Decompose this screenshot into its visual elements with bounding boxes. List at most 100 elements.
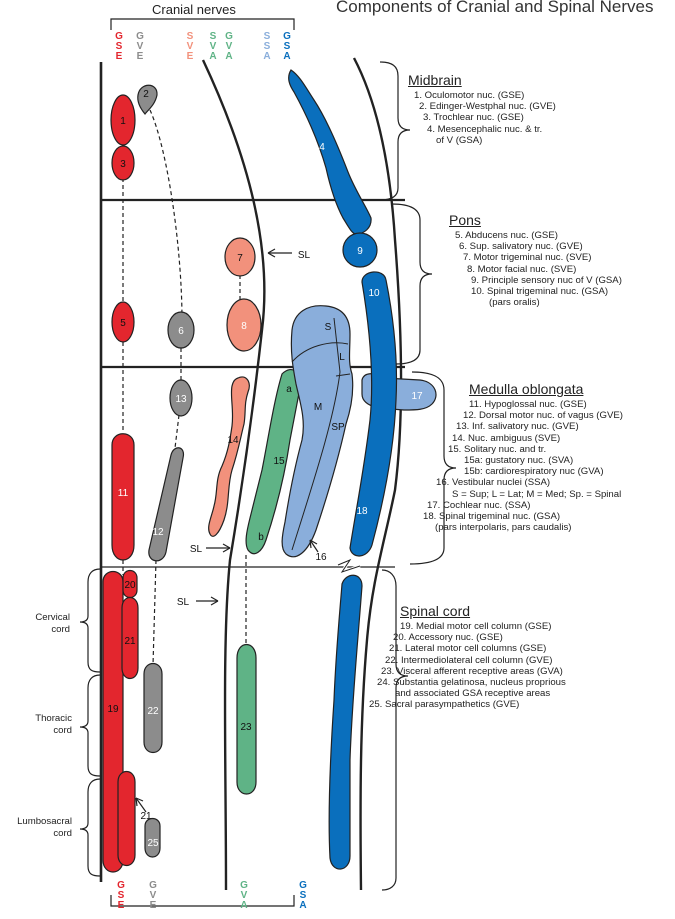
top-column-code-letter: V — [226, 41, 233, 52]
top-bracket — [110, 18, 295, 30]
page-title: Components of Cranial and Spinal Nerves — [336, 0, 654, 16]
top-column-code-letter: E — [137, 51, 144, 62]
vestibular-subdivisions — [291, 317, 351, 551]
legend-item: 9. Principle sensory nuc of V (GSA) — [471, 274, 622, 286]
lumbosacral-label-1: Lumbosacral — [17, 816, 72, 827]
nucleus-14 — [208, 376, 250, 537]
label-18: 18 — [356, 506, 368, 517]
bottom-column-code-letter: G — [299, 880, 307, 891]
legend-item: 13. Inf. salivatory nuc. (GVE) — [456, 421, 579, 433]
bottom-column-code-letter: A — [299, 900, 306, 911]
nucleus-7 — [224, 237, 256, 277]
thoracic-label-1: Thoracic — [35, 713, 72, 724]
top-column-code-letter: S — [284, 41, 291, 52]
label-11: 11 — [118, 488, 129, 499]
legend-item: 8. Motor facial nuc. (SVE) — [467, 263, 577, 275]
label-23: 23 — [240, 722, 252, 733]
legend-item: 15a: gustatory nuc. (SVA) — [464, 455, 574, 467]
legend-item: 1. Oculomotor nuc. (GSE) — [414, 90, 525, 101]
label-9: 9 — [357, 246, 363, 257]
legend-item: 4. Mesencephalic nuc. & tr. — [427, 123, 543, 135]
label-17: 17 — [411, 391, 423, 402]
legend-item: 16. Vestibular nuclei (SSA) — [436, 477, 551, 489]
label-1: 1 — [120, 116, 126, 127]
bottom-column-code-letter: A — [240, 900, 247, 911]
label-sl-1: SL — [298, 250, 311, 261]
label-vest-l: L — [339, 352, 345, 363]
label-10: 10 — [368, 288, 380, 299]
nucleus-9 — [342, 232, 378, 268]
legend-item: 21. Lateral motor cell columns (GSE) — [389, 643, 547, 655]
sulcus-limitans-line — [201, 59, 266, 891]
legend-item: 12. Dorsal motor nuc. of vagus (GVE) — [463, 410, 623, 422]
label-16: 16 — [315, 552, 327, 563]
label-vest-sp: SP — [331, 422, 345, 433]
gve-nuclei — [137, 84, 195, 858]
label-15a: a — [286, 384, 292, 395]
legend-item: 20. Accessory nuc. (GSE) — [393, 632, 503, 644]
label-vest-s: S — [325, 322, 332, 333]
bottom-column-code-letter: E — [118, 900, 125, 911]
legend-item: 25. Sacral parasympathetics (GVE) — [369, 699, 520, 711]
midbrain-heading: Midbrain — [408, 72, 462, 88]
label-24: 24 — [324, 616, 336, 627]
legend-item: 15b: cardiorespiratory nuc (GVA) — [464, 466, 604, 478]
pons-legend: Pons 5. Abducens nuc. (GSE) 6. Sup. sali… — [449, 212, 622, 308]
legend-item: 2. Edinger-Westphal nuc. (GVE) — [419, 101, 556, 113]
gsa-nuclei — [288, 69, 398, 870]
column-20 — [122, 569, 138, 599]
top-column-code-letter: G — [225, 31, 233, 42]
break-mark-outline — [337, 558, 361, 573]
top-column-code-letter: G — [283, 31, 291, 42]
legend-item: 7. Motor trigeminal nuc. (SVE) — [463, 252, 592, 264]
nucleus-5 — [111, 301, 135, 343]
legend-item: (pars oralis) — [489, 297, 540, 309]
cord-labels: Cervical cord Thoracic cord Lumbosacral … — [17, 612, 72, 839]
legend-item: 15. Solitary nuc. and tr. — [448, 443, 547, 455]
legend-item: 6. Sup. salivatory nuc. (GVE) — [459, 241, 583, 253]
nucleus-6 — [167, 311, 195, 349]
column-21-lumbosacral — [117, 770, 136, 867]
top-column-code-letter: A — [209, 51, 216, 62]
midbrain-legend: Midbrain 1. Oculomotor nuc. (GSE) 2. Edi… — [408, 72, 556, 146]
top-column-code-letter: S — [264, 41, 271, 52]
top-column-code-letter: S — [264, 31, 271, 42]
label-4: 4 — [319, 142, 325, 153]
legend-item: 3. Trochlear nuc. (GSE) — [423, 112, 524, 124]
gse-nuclei — [102, 94, 139, 873]
top-column-code-letter: V — [137, 41, 144, 52]
top-column-code-letter: E — [116, 51, 123, 62]
right-wall — [352, 57, 403, 891]
legend-item: (pars interpolaris, pars caudalis) — [435, 522, 572, 534]
label-6: 6 — [178, 326, 184, 337]
label-21: 21 — [124, 636, 136, 647]
label-15: 15 — [273, 456, 285, 467]
bottom-column-code-letter: G — [149, 880, 157, 891]
label-13: 13 — [175, 394, 187, 405]
label-19: 19 — [107, 704, 119, 715]
label-8: 8 — [241, 321, 247, 332]
nucleus-1 — [110, 94, 136, 146]
spinal-legend: Spinal cord 19. Medial motor cell column… — [369, 603, 566, 711]
label-15b: b — [258, 532, 264, 543]
legend-item: 11. Hypoglossal nuc. (GSE) — [469, 399, 587, 410]
sve-nuclei — [208, 237, 262, 537]
label-3: 3 — [120, 159, 126, 170]
column-21 — [121, 596, 139, 680]
label-14: 14 — [227, 435, 239, 446]
legend-item: 18. Spinal trigeminal nuc. (GSA) — [423, 511, 561, 523]
label-vest-m: M — [314, 402, 322, 413]
nucleus-2 — [137, 84, 158, 115]
label-sl-3: SL — [177, 597, 190, 608]
legend-item: and associated GSA receptive areas — [395, 688, 551, 700]
legend-item: 17. Cochlear nuc. (SSA) — [427, 499, 531, 511]
top-column-code-letter: A — [225, 51, 232, 62]
column-23 — [236, 643, 257, 795]
legend-item: 22. Intermediolateral cell column (GVE) — [385, 654, 553, 666]
section-braces — [379, 61, 457, 891]
cranial-nerves-header: Cranial nerves — [152, 2, 236, 17]
label-25: 25 — [147, 838, 159, 849]
label-7: 7 — [237, 253, 243, 264]
